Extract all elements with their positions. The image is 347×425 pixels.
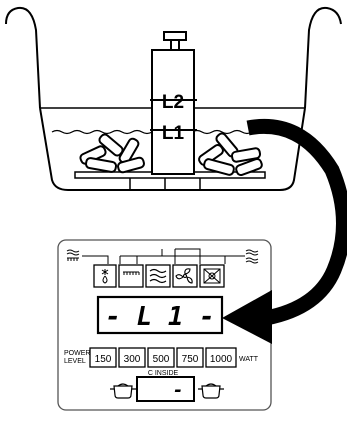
power-button-500[interactable]: 500 [147, 347, 175, 368]
power-label-line1: POWER [64, 350, 90, 357]
defrost-icon [101, 269, 109, 284]
pot: L2 L1 [5, 6, 342, 191]
mode-button-fan[interactable] [172, 264, 198, 288]
power-button-150[interactable]: 150 [89, 347, 117, 368]
power-button-750[interactable]: 750 [176, 347, 204, 368]
level-label-low: L1 [162, 123, 185, 144]
control-panel: - L 1 - POWER LEVEL 150 300 500 750 1000… [57, 239, 272, 411]
food-pile-left [79, 133, 145, 174]
grill-icon [123, 271, 140, 275]
pointer-arrow-icon [222, 118, 347, 344]
level-label-high: L2 [162, 92, 184, 113]
pot-right-icon[interactable] [198, 383, 224, 399]
steam-right-icon [245, 249, 259, 264]
pot-body [39, 107, 306, 191]
power-button-1000-label: 1000 [210, 354, 233, 365]
steam-icon [149, 268, 167, 284]
main-display-readout: - L 1 - [105, 302, 215, 332]
power-button-300[interactable]: 300 [118, 347, 146, 368]
level-indicator [150, 31, 197, 175]
fan-off-icon [203, 268, 221, 284]
pot-left-icon[interactable] [110, 383, 136, 399]
power-button-300-label: 300 [124, 354, 141, 365]
power-button-750-label: 750 [182, 354, 199, 365]
mode-bracket [82, 248, 245, 264]
fan-icon [175, 268, 193, 284]
pot-handle-right [304, 6, 342, 109]
food-pile-right [198, 132, 263, 177]
mode-button-defrost[interactable] [93, 264, 117, 288]
mode-button-steam[interactable] [145, 264, 171, 288]
power-unit-label: WATT [239, 356, 259, 363]
pot-handle-left [5, 6, 41, 109]
small-display [136, 376, 195, 402]
power-button-500-label: 500 [153, 354, 170, 365]
small-display-readout: - [173, 380, 184, 401]
steam-left-icon [66, 249, 80, 261]
mode-button-fan-off[interactable] [199, 264, 225, 288]
power-label-line2: LEVEL [64, 358, 86, 365]
main-display [96, 295, 224, 335]
power-button-1000[interactable]: 1000 [205, 347, 237, 368]
inside-label: C INSIDE [148, 370, 179, 377]
mode-button-grill[interactable] [118, 264, 144, 288]
power-button-150-label: 150 [95, 354, 112, 365]
